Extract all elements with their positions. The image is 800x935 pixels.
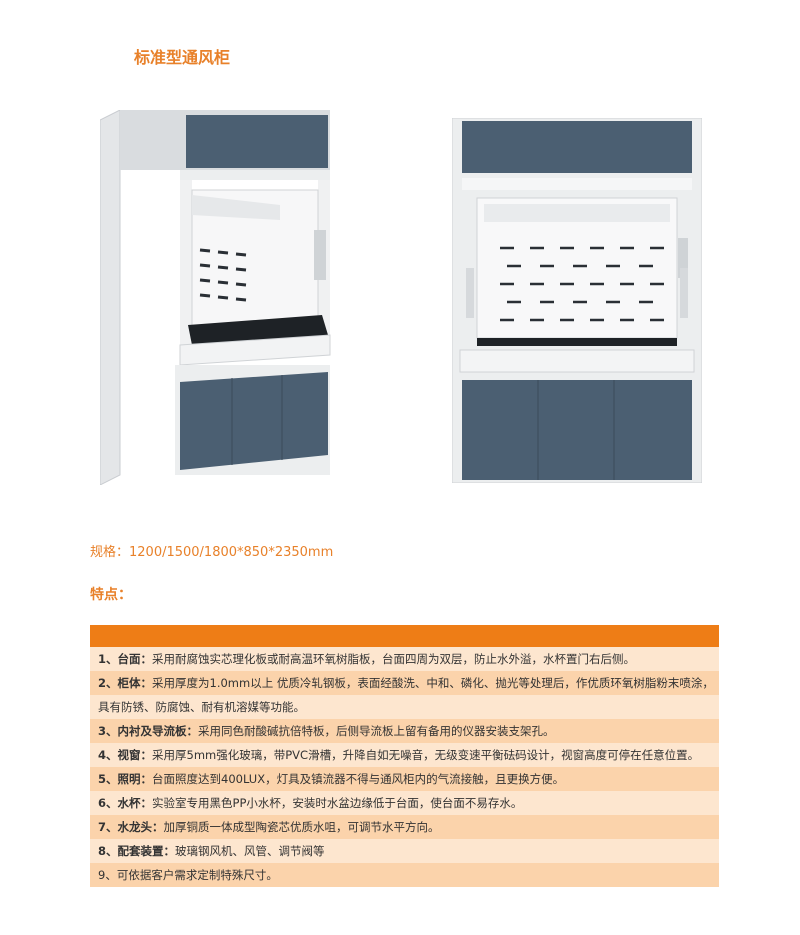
feature-key: 2、柜体： (98, 676, 153, 690)
features-heading: 特点： (90, 587, 132, 603)
feature-text: 采用厚度为1.0mm以上 优质冷轧钢板，表面经酸洗、中和、磷化、抛光等处理后，作… (152, 676, 714, 690)
feature-row: 具有防锈、防腐蚀、耐有机溶媒等功能。 (90, 695, 719, 719)
feature-text: 采用厚5mm强化玻璃，带PVC滑槽，升降自如无噪音，无级变速平衡砝码设计，视窗高… (152, 748, 700, 762)
feature-key: 8、配套装置： (98, 844, 176, 858)
feature-key: 6、水杯： (98, 796, 153, 810)
feature-key: 5、照明： (98, 772, 153, 786)
feature-text: 9、可依据客户需求定制特殊尺寸。 (98, 868, 278, 882)
feature-text: 加厚铜质一体成型陶瓷芯优质水咀，可调节水平方向。 (163, 820, 440, 834)
feature-text: 台面照度达到400LUX，灯具及镇流器不得与通风柜内的气流接触，且更换方便。 (152, 772, 565, 786)
feature-text: 实验室专用黑色PP小水杯，安装时水盆边缘低于台面，使台面不易存水。 (152, 796, 523, 810)
fume-hood-front-image (452, 118, 702, 483)
feature-row: 9、可依据客户需求定制特殊尺寸。 (90, 863, 719, 887)
spec-text: 规格：1200/1500/1800*850*2350mm (90, 545, 334, 560)
fume-hood-perspective-image (100, 110, 331, 485)
feature-text: 玻璃钢风机、风管、调节阀等 (175, 844, 325, 858)
feature-row: 4、视窗：采用厚5mm强化玻璃，带PVC滑槽，升降自如无噪音，无级变速平衡砝码设… (90, 743, 719, 767)
feature-text: 具有防锈、防腐蚀、耐有机溶媒等功能。 (98, 700, 305, 714)
page-title: 标准型通风柜 (134, 48, 231, 67)
feature-key: 3、内衬及导流板： (98, 724, 199, 738)
feature-key: 1、台面： (98, 652, 153, 666)
feature-key: 4、视窗： (98, 748, 153, 762)
feature-row: 6、水杯：实验室专用黑色PP小水杯，安装时水盆边缘低于台面，使台面不易存水。 (90, 791, 719, 815)
feature-row: 1、台面：采用耐腐蚀实芯理化板或耐高温环氧树脂板，台面四周为双层，防止水外溢，水… (90, 647, 719, 671)
features-table: 1、台面：采用耐腐蚀实芯理化板或耐高温环氧树脂板，台面四周为双层，防止水外溢，水… (90, 625, 719, 887)
feature-row: 5、照明：台面照度达到400LUX，灯具及镇流器不得与通风柜内的气流接触，且更换… (90, 767, 719, 791)
feature-text: 采用耐腐蚀实芯理化板或耐高温环氧树脂板，台面四周为双层，防止水外溢，水杯置门右后… (152, 652, 636, 666)
feature-row: 7、水龙头：加厚铜质一体成型陶瓷芯优质水咀，可调节水平方向。 (90, 815, 719, 839)
features-table-header-bar (90, 625, 719, 647)
feature-row: 8、配套装置：玻璃钢风机、风管、调节阀等 (90, 839, 719, 863)
feature-row: 2、柜体：采用厚度为1.0mm以上 优质冷轧钢板，表面经酸洗、中和、磷化、抛光等… (90, 671, 719, 695)
feature-text: 采用同色耐酸碱抗倍特板，后侧导流板上留有备用的仪器安装支架孔。 (198, 724, 555, 738)
feature-key: 7、水龙头： (98, 820, 164, 834)
feature-row: 3、内衬及导流板：采用同色耐酸碱抗倍特板，后侧导流板上留有备用的仪器安装支架孔。 (90, 719, 719, 743)
